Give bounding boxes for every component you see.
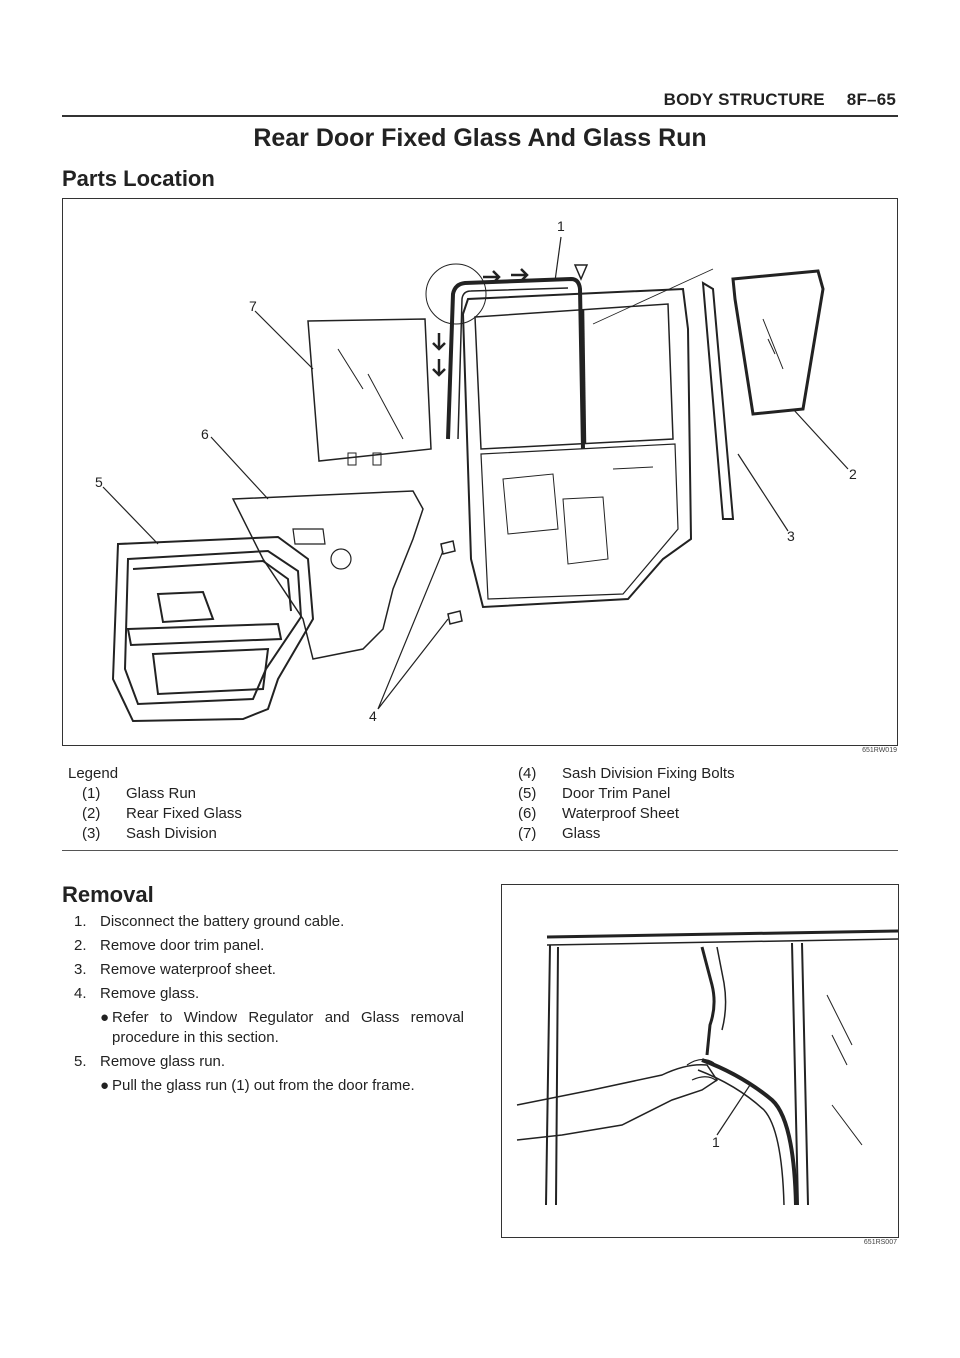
- glass-shape: [307, 318, 432, 462]
- legend-column-right: (4)Sash Division Fixing Bolts (5)Door Tr…: [518, 764, 735, 844]
- door-trim-panel-shape: [111, 535, 315, 723]
- bullet-icon: ●: [100, 1009, 110, 1026]
- step-bullet: ●Refer to Window Regulator and Glass rem…: [100, 1009, 464, 1046]
- header-section: BODY STRUCTURE: [663, 90, 825, 109]
- step-item: 1.Disconnect the battery ground cable.: [74, 913, 345, 930]
- sash-division-shape: [701, 281, 735, 520]
- legend-item: (4)Sash Division Fixing Bolts: [518, 765, 735, 782]
- glass-run-shape: [446, 276, 585, 450]
- callout-1: 1: [557, 218, 565, 234]
- legend-item: (6)Waterproof Sheet: [518, 805, 680, 822]
- bullet-icon: ●: [100, 1077, 110, 1094]
- waterproof-sheet-shape: [231, 490, 424, 660]
- callout-5: 5: [95, 474, 103, 490]
- step-item: 2.Remove door trim panel.: [74, 937, 265, 954]
- header-page-number: 8F–65: [846, 90, 896, 109]
- callout-1: 1: [712, 1134, 720, 1150]
- step-bullet: ●Pull the glass run (1) out from the doo…: [100, 1077, 415, 1094]
- figure1-code: 651RW019: [862, 747, 897, 754]
- glass-run-removal-figure: 1: [501, 884, 899, 1238]
- callout-7: 7: [249, 298, 257, 314]
- callout-2: 2: [849, 466, 857, 482]
- rear-fixed-glass-shape: [731, 269, 825, 416]
- step-item: 3.Remove waterproof sheet.: [74, 961, 276, 978]
- legend-item: (1)Glass Run: [82, 785, 197, 802]
- parts-location-figure: 1 2 3 4 5 6 7: [62, 198, 898, 746]
- running-header: BODY STRUCTURE 8F–65: [664, 90, 896, 110]
- page-title: Rear Door Fixed Glass And Glass Run: [253, 124, 707, 152]
- legend-item: (7)Glass: [518, 825, 601, 842]
- removal-steps: 1.Disconnect the battery ground cable. 2…: [74, 912, 464, 1100]
- legend-column-left: Legend (1)Glass Run (2)Rear Fixed Glass …: [68, 764, 242, 844]
- section-heading-parts-location: Parts Location: [62, 166, 215, 191]
- step-item: 5.Remove glass run.: [74, 1053, 226, 1070]
- glass-run-removal-diagram: 1: [516, 929, 899, 1206]
- callout-3: 3: [787, 528, 795, 544]
- legend-item: (5)Door Trim Panel: [518, 785, 671, 802]
- legend-heading: Legend: [68, 765, 119, 782]
- step-item: 4.Remove glass.: [74, 985, 200, 1002]
- door-exploded-diagram: 1 2 3 4 5 6 7: [95, 218, 857, 724]
- callout-6: 6: [201, 426, 209, 442]
- hand-shape: [516, 1063, 719, 1141]
- figure2-code: 651RS007: [863, 1239, 897, 1246]
- callout-4: 4: [369, 708, 377, 724]
- legend-item: (3)Sash Division: [82, 825, 217, 842]
- legend-item: (2)Rear Fixed Glass: [82, 805, 242, 822]
- section-heading-removal: Removal: [62, 882, 154, 907]
- header-rule: [62, 115, 898, 117]
- door-frame-shape: [461, 287, 693, 609]
- legend-rule: [62, 850, 898, 851]
